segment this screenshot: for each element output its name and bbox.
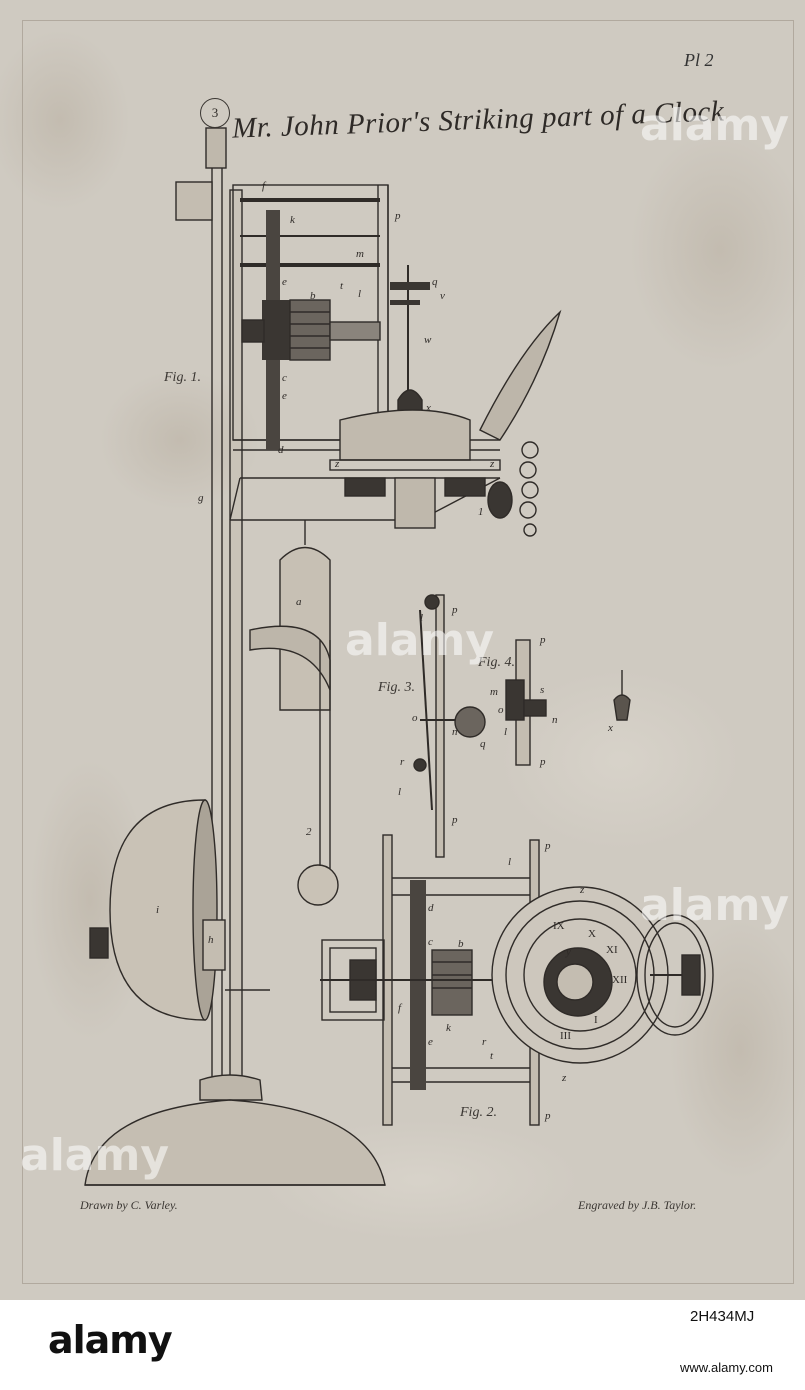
fig3-label-p: p <box>452 604 458 616</box>
fig1-movement <box>229 184 562 537</box>
label-w: w <box>424 334 432 346</box>
fig1-weight <box>249 520 339 906</box>
engraved-by-credit: Engraved by J.B. Taylor. <box>578 1198 697 1212</box>
label-d: d <box>278 444 284 456</box>
label-f: f <box>262 180 266 192</box>
stock-footer <box>0 1300 805 1390</box>
alamy-logo[interactable]: alamy <box>48 1318 173 1362</box>
fig4-label-s: s <box>540 684 545 696</box>
fig2-label-b: b <box>458 938 464 950</box>
fig2-label-p2: p <box>545 1110 551 1122</box>
fig2-label-r: r <box>482 1036 487 1048</box>
figure-number: 3 <box>200 98 230 128</box>
label-p: p <box>395 210 401 222</box>
fig3-label-l: l <box>420 612 424 624</box>
dial-ix: IX <box>553 920 565 932</box>
label-h: h <box>208 934 214 946</box>
fig4-label: Fig. 4. <box>478 655 515 670</box>
fig4-label-x: x <box>608 722 613 734</box>
engraving-plate: Pl 2 3 Mr. John Prior's Striking part of… <box>0 0 805 1300</box>
label-e2: e <box>282 390 287 402</box>
fig3-label-l2: l <box>398 786 402 798</box>
fig2-label-z: z <box>580 884 585 896</box>
label-i: i <box>156 904 160 916</box>
plate-number: Pl 2 <box>684 50 714 70</box>
fig4-label-o: o <box>498 704 504 716</box>
dial-iii: III <box>560 1030 571 1042</box>
fig4-label-m: m <box>490 686 498 698</box>
fig2-label: Fig. 2. <box>460 1105 497 1120</box>
fig3-label-p2: p <box>452 814 458 826</box>
fig4-detail <box>505 639 631 766</box>
fig2-label-c: c <box>428 936 433 948</box>
label-z: z <box>335 458 340 470</box>
fig3-label-n: n <box>452 726 458 738</box>
label-g: g <box>198 492 204 504</box>
fig4-label-l: l <box>504 726 508 738</box>
fig2-label-d: d <box>428 902 434 914</box>
fig2-label-z2: z <box>562 1072 567 1084</box>
label-z2: z <box>490 458 495 470</box>
fig4-label-p2: p <box>540 756 546 768</box>
fig3-label-r: r <box>400 756 405 768</box>
dial-i: I <box>594 1014 598 1026</box>
fig4-label-n: n <box>552 714 558 726</box>
stock-url-link[interactable]: www.alamy.com <box>680 1360 773 1375</box>
fig2-label-t: t <box>490 1050 494 1062</box>
fig3-label-o: o <box>412 712 418 724</box>
label-1: 1 <box>478 506 484 518</box>
label-b: b <box>310 290 316 302</box>
drawn-by-credit: Drawn by C. Varley. <box>80 1198 178 1212</box>
fig2-label-f: f <box>398 1002 402 1014</box>
fig2-label-p: p <box>545 840 551 852</box>
label-c: c <box>282 372 287 384</box>
label-k: k <box>290 214 295 226</box>
label-t: t <box>340 280 344 292</box>
label-a: a <box>296 596 302 608</box>
fig2-movement <box>320 834 714 1126</box>
fig3-label-q: q <box>480 738 486 750</box>
fig2-label-e: e <box>428 1036 433 1048</box>
fig3-label: Fig. 3. <box>378 680 415 695</box>
label-2: 2 <box>306 826 312 838</box>
fig2-label-y: y <box>566 946 571 958</box>
image-id: 2H434MJ <box>690 1308 755 1325</box>
dial-xi: XI <box>606 944 618 956</box>
fig2-label-k: k <box>446 1022 451 1034</box>
label-x: x <box>426 402 431 414</box>
fig2-label-l: l <box>508 856 512 868</box>
fig3-detail <box>413 594 486 858</box>
label-m: m <box>356 248 364 260</box>
clock-mechanism-drawing <box>84 127 714 1186</box>
label-e: e <box>282 276 287 288</box>
dial-x: X <box>588 928 596 940</box>
fig1-label: Fig. 1. <box>164 370 201 385</box>
label-v: v <box>440 290 445 302</box>
fig1-bell <box>89 799 270 1021</box>
fig4-label-p: p <box>540 634 546 646</box>
label-l: l <box>358 288 362 300</box>
label-q: q <box>432 276 438 288</box>
dial-xii: XII <box>612 974 628 986</box>
